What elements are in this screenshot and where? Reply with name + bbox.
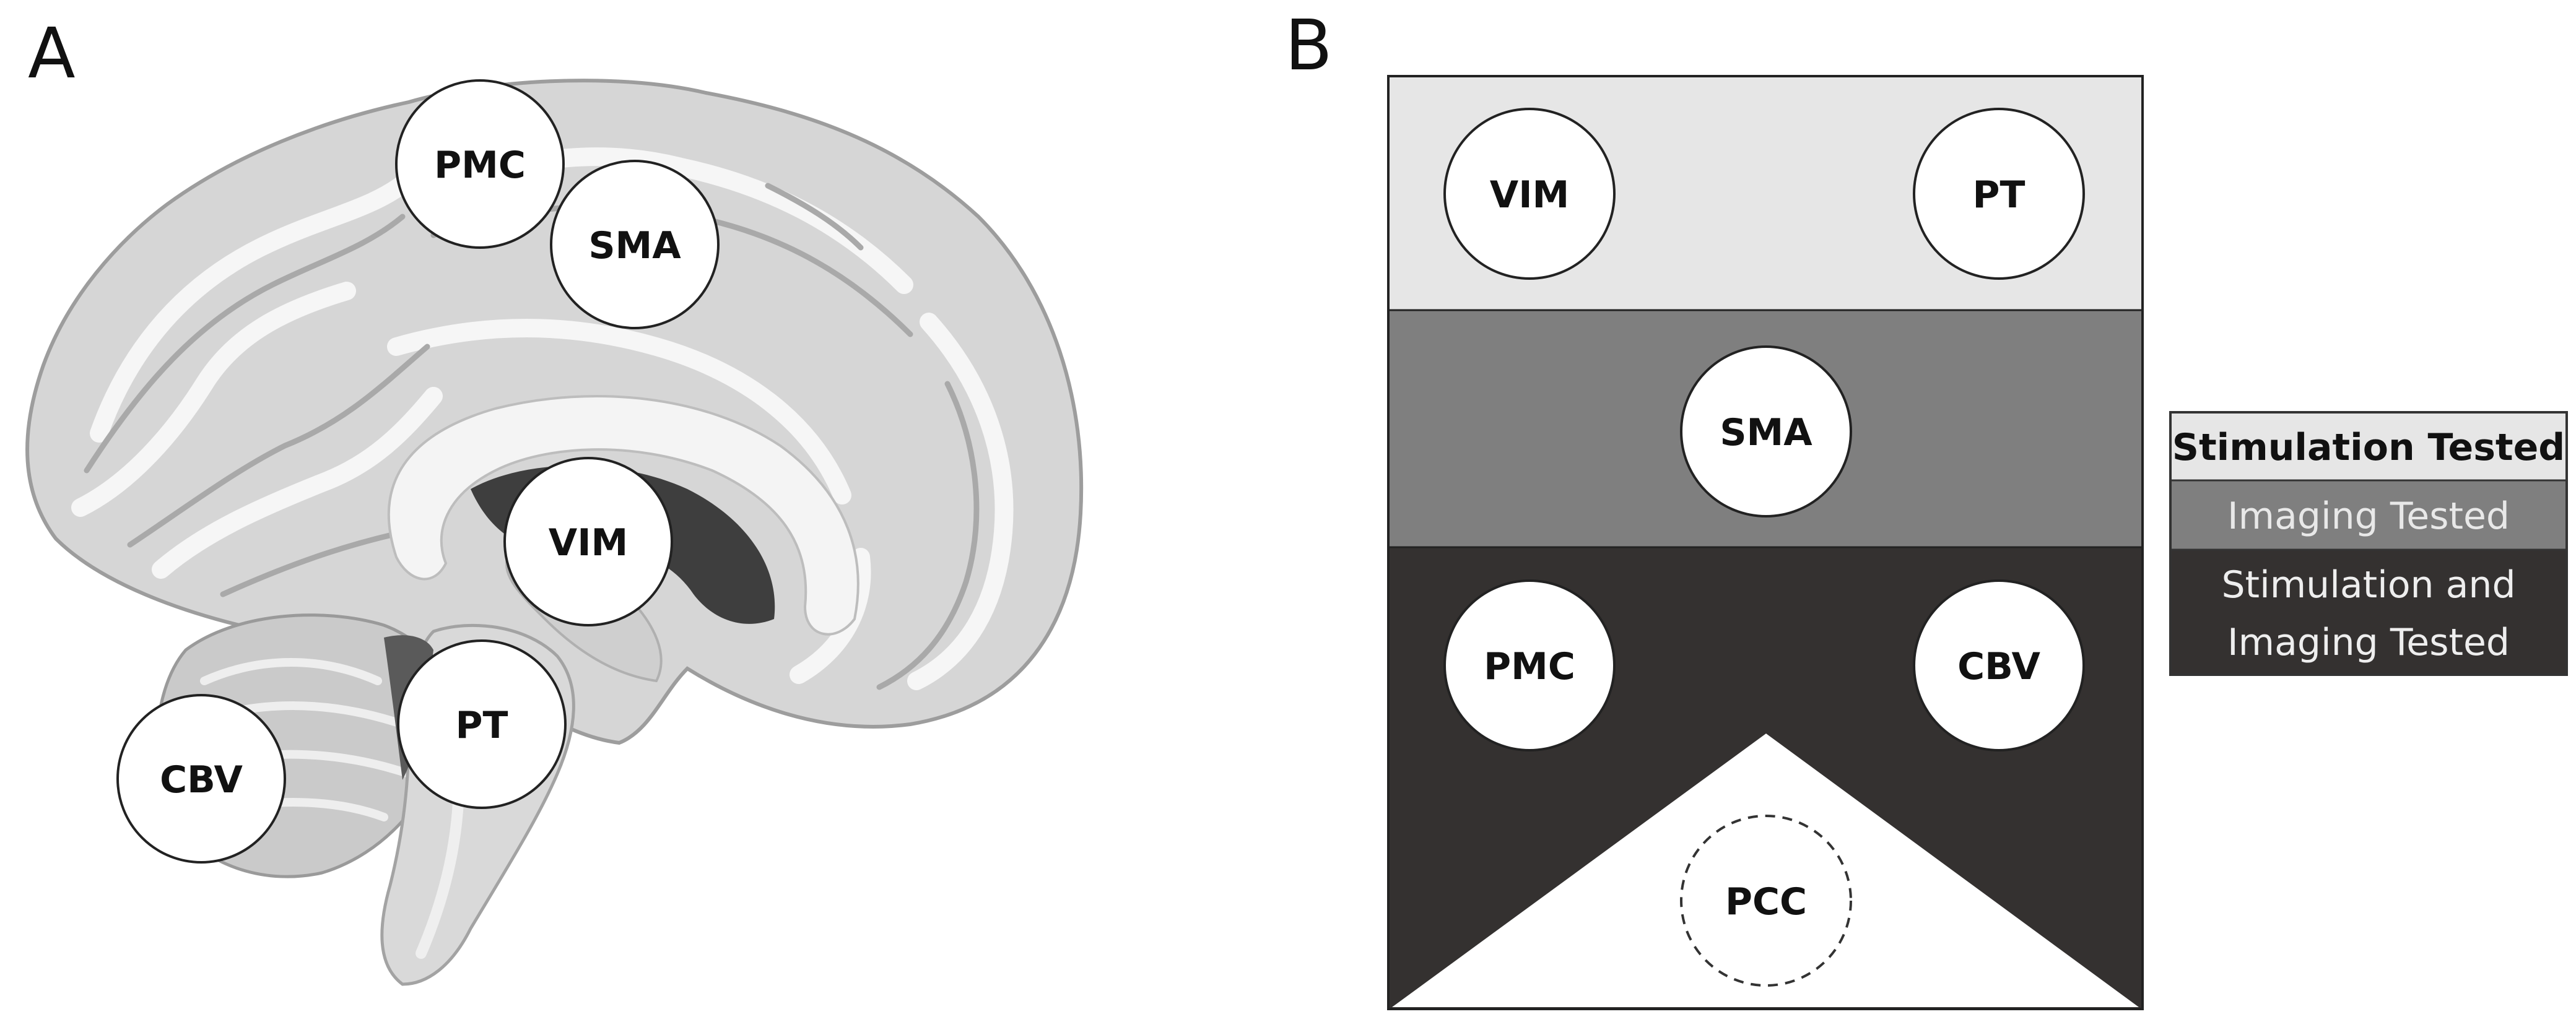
roi-b-pcc-label: PCC	[1725, 880, 1807, 924]
roi-vim-label: VIM	[549, 521, 628, 565]
roi-pt-label: PT	[456, 704, 508, 747]
legend-label-stim-and-imaging-line2: Imaging Tested	[2227, 621, 2510, 664]
roi-b-pt-label: PT	[1973, 173, 2026, 217]
roi-b-cbv-label: CBV	[1957, 645, 2040, 688]
roi-b-cbv: CBV	[1913, 579, 2085, 751]
roi-cbv-label: CBV	[160, 758, 243, 802]
roi-b-sma: SMA	[1680, 345, 1852, 517]
roi-b-pt: PT	[1913, 108, 2085, 280]
roi-sma: SMA	[550, 160, 720, 329]
roi-pmc-label: PMC	[434, 144, 526, 187]
roi-b-vim-label: VIM	[1490, 173, 1569, 217]
panel-a-letter: A	[28, 14, 76, 94]
legend: Stimulation Tested Imaging Tested Stimul…	[2169, 411, 2568, 676]
panel-b-letter: B	[1285, 6, 1333, 86]
roi-sma-label: SMA	[588, 224, 681, 267]
roi-b-sma-label: SMA	[1720, 411, 1812, 454]
roi-pt: PT	[397, 639, 567, 809]
legend-swatch-stimulation-tested	[2170, 412, 2567, 480]
legend-label-imaging-tested: Imaging Tested	[2227, 495, 2510, 538]
legend-label-stim-and-imaging-line1: Stimulation and	[2221, 563, 2515, 607]
roi-b-vim: VIM	[1443, 108, 1616, 280]
roi-cbv: CBV	[116, 694, 286, 864]
roi-b-pcc: PCC	[1680, 815, 1852, 987]
roi-b-pmc-label: PMC	[1484, 645, 1575, 688]
roi-vim: VIM	[503, 457, 673, 626]
roi-b-pmc: PMC	[1443, 579, 1616, 751]
legend-swatch-imaging-tested	[2170, 480, 2567, 550]
legend-label-stimulation-tested: Stimulation Tested	[2172, 426, 2565, 469]
corpus-callosum	[387, 395, 859, 636]
legend-swatch-stimulation-and-imaging-tested	[2170, 550, 2567, 675]
tier-diagram-border	[1387, 75, 2144, 1010]
roi-pmc: PMC	[395, 79, 565, 249]
